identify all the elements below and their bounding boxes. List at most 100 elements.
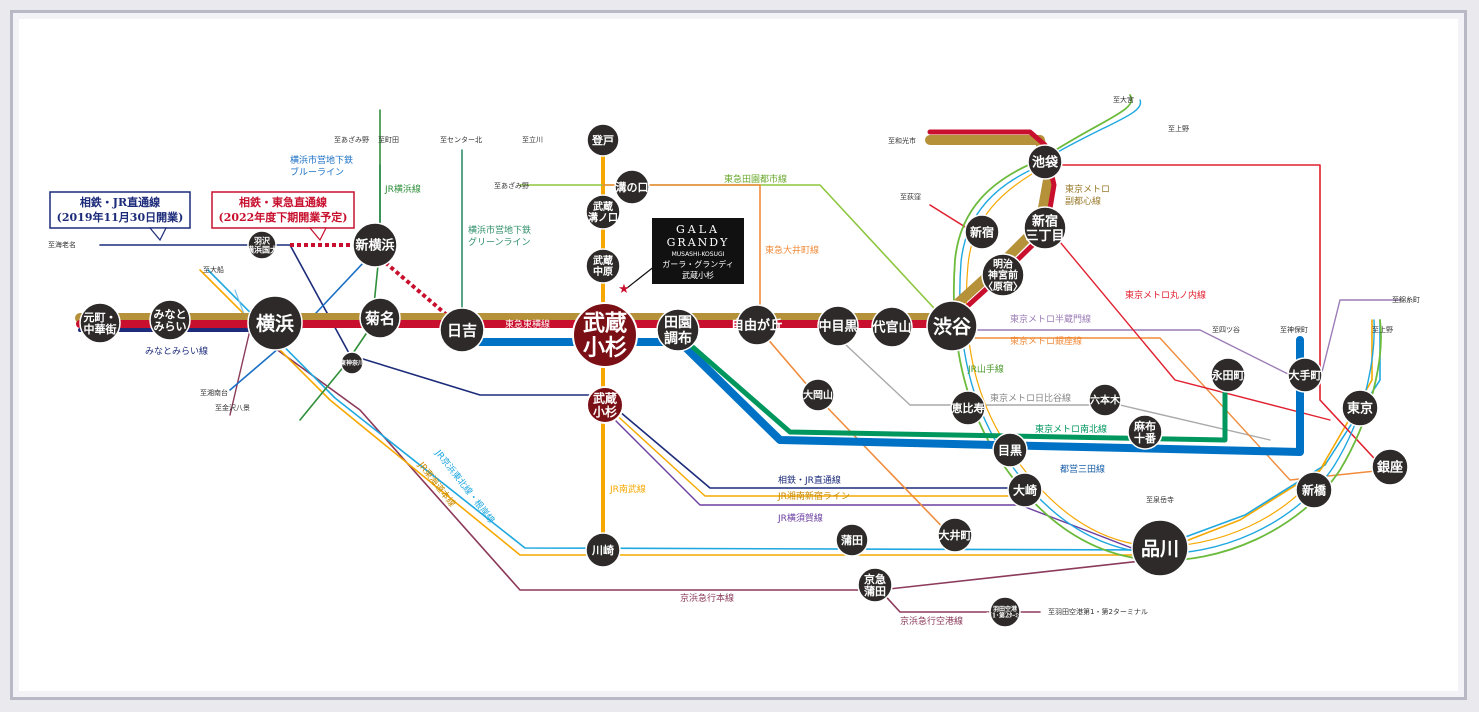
dest-ogikubo: 至荻窪 [900, 192, 921, 201]
gala-grandy-badge: GALA GRANDY MUSASHI-KOSUGI ガーラ・グランディ 武蔵小… [618, 218, 744, 297]
station-mizonokuchi[interactable]: 溝の口 [614, 169, 650, 205]
station-musashikosugi_jr[interactable]: 武蔵小杉 [586, 386, 624, 424]
station-label: 三丁目 [1025, 229, 1064, 244]
label-minatomirai-line: みなとみらい線 [145, 345, 208, 357]
dest-ebina: 至海老名 [48, 240, 76, 249]
station-tokyo[interactable]: 東京 [1341, 389, 1379, 427]
dest-omiya: 至大宮 [1113, 95, 1134, 104]
label-keikyu-main: 京浜急行本線 [680, 592, 734, 604]
station-ikebukuro[interactable]: 池袋 [1027, 144, 1063, 180]
dest-ofuna: 至大船 [203, 265, 224, 274]
station-shibuya[interactable]: 渋谷 [926, 300, 978, 352]
line-keikyu-airport [879, 589, 1041, 613]
station-hiyoshi[interactable]: 日吉 [439, 307, 485, 353]
station-ebisu[interactable]: 恵比寿 [950, 390, 986, 426]
station-daikanyama[interactable]: 代官山 [871, 306, 913, 348]
station-marker [1287, 357, 1323, 393]
station-marker [149, 299, 191, 341]
station-label: 菊名 [365, 309, 395, 327]
station-roppongi[interactable]: 六本木 [1088, 383, 1122, 417]
line-marunouchi [1039, 164, 1386, 471]
station-nagatacho[interactable]: 永田町 [1210, 357, 1246, 393]
station-kikuna[interactable]: 菊名 [359, 297, 401, 339]
station-musashikosugi[interactable]: 武蔵小杉 [572, 302, 638, 368]
line-sotetsu-tokyu-planned-2 [378, 256, 457, 324]
station-otemachi[interactable]: 大手町 [1287, 357, 1323, 393]
station-label: 武蔵 [593, 200, 613, 213]
label-ginza: 東京メトロ銀座線 [1010, 335, 1082, 347]
station-label: 横浜 [256, 312, 294, 335]
station-higashikanagawa[interactable]: 東神奈川 [340, 351, 364, 375]
station-label: 京急 [864, 572, 886, 586]
station-jiyugaoka[interactable]: 自由が丘 [731, 304, 783, 346]
station-osaki[interactable]: 大崎 [1007, 472, 1043, 508]
dest-shonandai: 至湘南台 [200, 388, 228, 397]
label-shonan-shinjuku: JR湘南新宿ライン [777, 490, 850, 502]
line-hibiya [829, 329, 1271, 441]
dest-sengakuji: 至泉岳寺 [1146, 495, 1174, 504]
station-marker [585, 248, 621, 284]
stations: 元町・中華街みなとみらい横浜羽沢横浜国大菊名新横浜東神奈川日吉武蔵小杉武蔵小杉登… [79, 123, 1409, 628]
label-hibiya: 東京メトロ日比谷線 [990, 392, 1071, 404]
station-label: 大岡山 [803, 389, 833, 402]
station-label: 羽田空港 [993, 605, 1018, 613]
station-label: 日吉 [447, 321, 477, 339]
station-ookayama[interactable]: 大岡山 [801, 378, 835, 412]
annotation-sotetsu-jr-title: 相鉄・JR直通線 [80, 195, 160, 209]
station-oimachi[interactable]: 大井町 [937, 517, 973, 553]
dest-tachikawa: 至立川 [522, 135, 543, 144]
station-label: 〈原宿〉 [983, 280, 1023, 293]
station-label: 六本木 [1090, 394, 1121, 407]
line-yamanote-ring-a [952, 94, 1382, 562]
station-label: 中華街 [84, 322, 117, 336]
station-shinyokohama[interactable]: 新横浜 [352, 222, 398, 268]
dest-yotsuya: 至四ツ谷 [1212, 325, 1240, 334]
dest-kanazawahakkei: 至金沢八景 [215, 403, 250, 412]
station-noborito[interactable]: 登戸 [586, 123, 620, 157]
station-motomachi[interactable]: 元町・中華街 [79, 302, 121, 344]
line-yokosuka [599, 404, 1151, 556]
line-keikyu-main [249, 329, 1151, 591]
brand-name-grandy: GRANDY [667, 236, 730, 249]
station-label: 新橋 [1302, 482, 1327, 497]
station-shinagawa[interactable]: 品川 [1131, 519, 1189, 577]
station-marker [736, 304, 778, 346]
property-star-icon: ★ [618, 282, 630, 297]
station-label: 大手町 [1289, 368, 1322, 382]
station-meguro[interactable]: 目黒 [992, 432, 1028, 468]
station-label: 銀座 [1377, 460, 1403, 476]
station-kamata[interactable]: 蒲田 [835, 523, 869, 557]
station-nakameguro[interactable]: 中目黒 [817, 305, 859, 347]
brand-sub-kanji: 武蔵小杉 [682, 270, 714, 280]
brand-sub-katakana: ガーラ・グランディ [662, 259, 733, 269]
map-frame [10, 10, 1467, 700]
station-marker [801, 378, 835, 412]
station-marker [1371, 448, 1409, 486]
station-shinjuku[interactable]: 新宿 [964, 214, 1000, 250]
station-marker [926, 300, 978, 352]
station-ginza[interactable]: 銀座 [1371, 448, 1409, 486]
station-marker [981, 253, 1025, 297]
station-minatomirai[interactable]: みなとみらい [149, 299, 191, 341]
station-shimbashi[interactable]: 新橋 [1295, 471, 1333, 509]
station-yokohama[interactable]: 横浜 [247, 295, 303, 351]
station-marker [950, 390, 986, 426]
label-meguro: 東急目黒線 [875, 446, 920, 458]
station-haneda[interactable]: 羽田空港第1･第2ﾀｰﾐﾅﾙ [985, 596, 1025, 628]
station-label: 田園 [664, 315, 692, 331]
station-marker [1007, 472, 1043, 508]
station-label: みなと [154, 308, 187, 321]
station-kawasaki[interactable]: 川崎 [585, 532, 621, 568]
station-label: 神宮前 [988, 269, 1018, 282]
label-blue-2: ブルーライン [290, 166, 344, 178]
dest-center-kita: 至センター北 [440, 135, 482, 144]
